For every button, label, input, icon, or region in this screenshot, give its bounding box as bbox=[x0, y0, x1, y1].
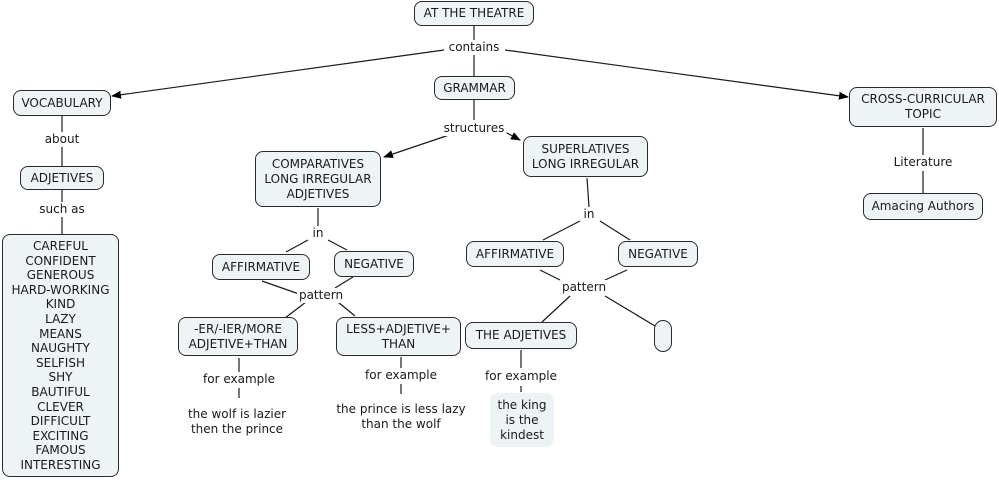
example-prince-less-lazy: the prince is less lazy than the wolf bbox=[336, 402, 466, 431]
node-superlatives-affirmative[interactable]: AFFIRMATIVE bbox=[466, 241, 564, 267]
node-vocabulary[interactable]: VOCABULARY bbox=[13, 90, 111, 116]
adjective-list-item: BAUTIFUL bbox=[31, 384, 90, 399]
node-pattern-less[interactable]: LESS+ADJETIVE+ THAN bbox=[336, 317, 461, 356]
adjective-list-item: INTERESTING bbox=[20, 457, 101, 472]
link-label-about: about bbox=[42, 132, 82, 147]
node-adjetives[interactable]: ADJETIVES bbox=[20, 166, 104, 190]
adjective-list-item: GENEROUS bbox=[26, 268, 95, 283]
node-at-the-theatre[interactable]: AT THE THEATRE bbox=[414, 1, 534, 26]
link-label-literature: Literature bbox=[891, 155, 955, 170]
adjective-list-item: MEANS bbox=[39, 326, 82, 341]
node-grammar[interactable]: GRAMMAR bbox=[434, 76, 515, 100]
adjective-list-item: HARD-WORKING bbox=[11, 282, 110, 297]
link-contains-crosscurricular bbox=[504, 49, 849, 100]
node-superlatives-negative[interactable]: NEGATIVE bbox=[618, 241, 698, 267]
link-label-for-example-2: for example bbox=[363, 368, 439, 383]
link-structures-comparatives bbox=[383, 133, 453, 158]
adjective-list-item: NAUGHTY bbox=[31, 341, 90, 356]
link-label-for-example-1: for example bbox=[201, 372, 277, 387]
adjective-list-item: DIFFICULT bbox=[30, 414, 91, 429]
adjective-list-item: SHY bbox=[48, 370, 73, 385]
node-pattern-er-ier-more[interactable]: -ER/-IER/MORE ADJETIVE+THAN bbox=[178, 317, 298, 356]
example-wolf-lazier: the wolf is lazier then the prince bbox=[187, 407, 287, 436]
node-the-adjetives[interactable]: THE ADJETIVES bbox=[465, 322, 577, 349]
node-cross-curricular-topic[interactable]: CROSS-CURRICULAR TOPIC bbox=[849, 87, 997, 127]
adjective-list-item: EXCITING bbox=[32, 428, 89, 443]
adjective-list-item: LAZY bbox=[45, 311, 76, 326]
example-king-kindest[interactable]: the king is the kindest bbox=[490, 393, 554, 447]
link-structures-superlatives bbox=[504, 131, 521, 141]
node-amacing-authors[interactable]: Amacing Authors bbox=[863, 193, 983, 220]
link-label-pattern-superlatives: pattern bbox=[559, 280, 609, 295]
node-comparatives-affirmative[interactable]: AFFIRMATIVE bbox=[212, 254, 310, 280]
link-label-in-superlatives: in bbox=[581, 207, 597, 222]
adjective-list-item: CAREFUL bbox=[33, 239, 88, 253]
node-comparatives-negative[interactable]: NEGATIVE bbox=[334, 251, 414, 277]
link-label-such-as: such as bbox=[37, 202, 87, 217]
link-label-for-example-3: for example bbox=[483, 369, 559, 384]
link-label-in-comparatives: in bbox=[310, 226, 326, 241]
link-label-contains: contains bbox=[446, 40, 502, 55]
adjective-list-item: CONFIDENT bbox=[25, 253, 96, 268]
link-contains-vocabulary bbox=[111, 49, 445, 99]
node-comparatives[interactable]: COMPARATIVES LONG IRREGULAR ADJETIVES bbox=[255, 151, 381, 207]
link-label-pattern-comparatives: pattern bbox=[296, 288, 346, 303]
node-empty-concept[interactable] bbox=[654, 320, 672, 352]
adjective-list-item: CLEVER bbox=[37, 399, 84, 414]
adjective-list-item: SELFISH bbox=[36, 355, 85, 370]
node-superlatives[interactable]: SUPERLATIVES LONG IRREGULAR bbox=[523, 136, 648, 177]
link-label-structures: structures bbox=[441, 121, 507, 136]
adjective-list-item: KIND bbox=[45, 297, 76, 312]
adjective-list-item: FAMOUS bbox=[35, 443, 86, 458]
